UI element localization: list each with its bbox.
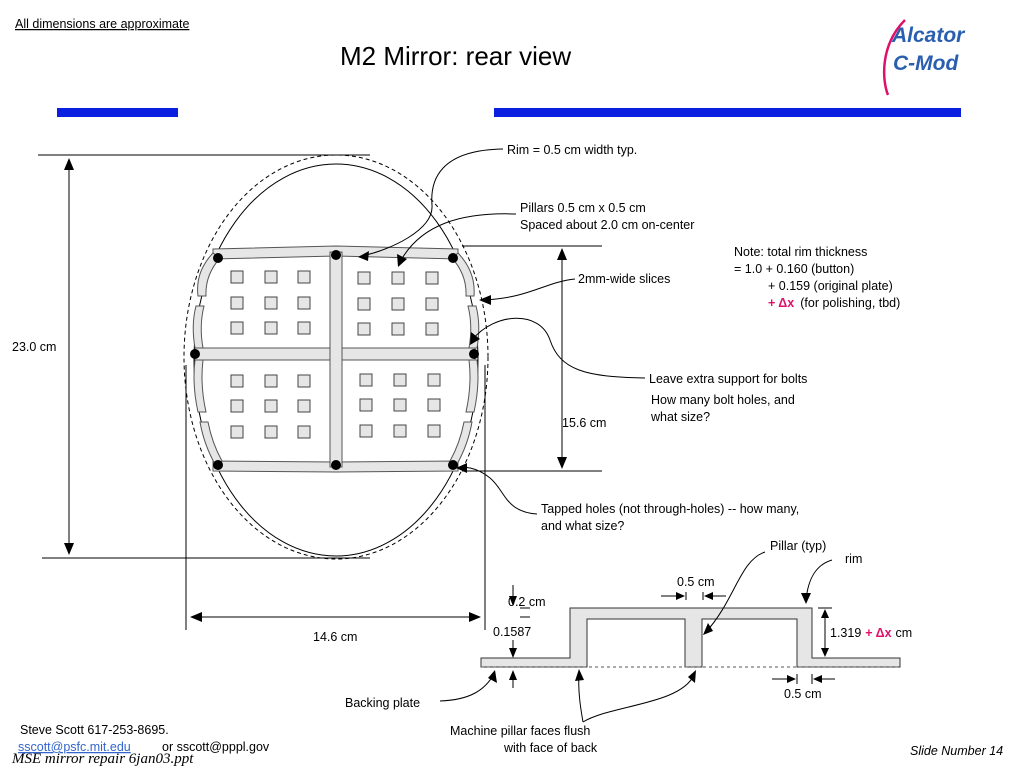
bolts-note-3: what size? bbox=[650, 410, 710, 424]
rib-frame bbox=[192, 245, 480, 473]
pillars bbox=[230, 270, 441, 439]
rim-height-unit: cm bbox=[896, 626, 913, 640]
bolts-note-1: Leave extra support for bolts bbox=[649, 372, 807, 386]
footer-filename: MSE mirror repair 6jan03.ppt bbox=[11, 751, 194, 767]
width-label: 14.6 cm bbox=[313, 630, 357, 644]
rim-width-label: 0.5 cm bbox=[784, 687, 822, 701]
rim-height-value: 1.319 bbox=[830, 626, 861, 640]
height-label: 23.0 cm bbox=[12, 340, 56, 354]
note-line-3: + 0.159 (original plate) bbox=[768, 279, 893, 293]
callout-bolts bbox=[470, 317, 646, 379]
tapped-note-1: Tapped holes (not through-holes) -- how … bbox=[541, 502, 799, 516]
pillars-note-1: Pillars 0.5 cm x 0.5 cm bbox=[520, 201, 646, 215]
accent-bar-left bbox=[57, 108, 178, 117]
machine-note-2: with face of back bbox=[503, 741, 598, 755]
footer-email-2: or sscott@pppl.gov bbox=[162, 740, 270, 754]
rim-height-dx: + Δx bbox=[865, 626, 891, 640]
logo-swoosh bbox=[882, 19, 906, 96]
pillar-width-label: 0.5 cm bbox=[677, 575, 715, 589]
backing-plate-label: Backing plate bbox=[345, 696, 420, 710]
tapped-note-2: and what size? bbox=[541, 519, 624, 533]
callout-slices bbox=[479, 278, 576, 305]
note-line-2: = 1.0 + 0.160 (button) bbox=[734, 262, 854, 276]
callout-rim-section bbox=[801, 559, 833, 604]
note-line-4-rest: (for polishing, tbd) bbox=[800, 296, 900, 310]
note-line-1: Note: total rim thickness bbox=[734, 245, 867, 259]
cross-section-profile bbox=[480, 607, 901, 668]
inner-height-label: 15.6 cm bbox=[562, 416, 606, 430]
footer-author: Steve Scott 617-253-8695. bbox=[20, 723, 169, 737]
width-dimension bbox=[190, 612, 481, 622]
bolts-note-2: How many bolt holes, and bbox=[651, 393, 795, 407]
mirror-outline-dashed bbox=[183, 154, 489, 560]
tapped-holes bbox=[190, 250, 479, 470]
page-title: M2 Mirror: rear view bbox=[340, 41, 571, 71]
pillars-upper-left bbox=[230, 270, 311, 335]
logo-line-1: Alcator bbox=[891, 24, 966, 47]
pillar-typ-label: Pillar (typ) bbox=[770, 539, 826, 553]
extension-lines bbox=[38, 154, 602, 630]
section-dimensions bbox=[509, 585, 835, 688]
cross-section bbox=[480, 607, 901, 668]
callout-backing-plate bbox=[439, 670, 497, 702]
slices-note: 2mm-wide slices bbox=[578, 272, 670, 286]
plate-thickness-label: 0.1587 bbox=[493, 625, 531, 639]
disclaimer-text: All dimensions are approximate bbox=[15, 17, 189, 31]
pillars-lower-left bbox=[230, 374, 311, 439]
callout-rim bbox=[358, 148, 504, 261]
rim-note: Rim = 0.5 cm width typ. bbox=[507, 143, 637, 157]
note-line-4-plus: + Δx bbox=[768, 296, 794, 310]
machine-note-1: Machine pillar faces flush bbox=[450, 724, 590, 738]
svg-text:+ Δx(for polishing, tbd): + Δx (for polishing, tbd) bbox=[768, 296, 900, 310]
callout-machine-flush bbox=[575, 669, 696, 723]
slide-number: Slide Number 14 bbox=[910, 744, 1003, 758]
pillars-note-2: Spaced about 2.0 cm on-center bbox=[520, 218, 694, 232]
logo-line-2: C-Mod bbox=[893, 52, 959, 75]
alcator-cmod-logo: Alcator C-Mod bbox=[882, 19, 966, 96]
callout-tapped bbox=[456, 463, 538, 515]
pillars-lower-right bbox=[359, 373, 441, 438]
height-dimension bbox=[64, 158, 74, 555]
accent-bar-right bbox=[494, 108, 961, 117]
pillars-upper-right bbox=[357, 271, 439, 336]
plate-thickness-top-label: 0.2 cm bbox=[508, 595, 546, 609]
footer-email-1[interactable]: sscott@psfc.mit.edu bbox=[18, 740, 131, 754]
rim-section-label: rim bbox=[845, 552, 862, 566]
mirror-outline bbox=[193, 163, 479, 557]
callout-pillars bbox=[397, 213, 517, 267]
callout-pillar-typ bbox=[703, 551, 766, 635]
